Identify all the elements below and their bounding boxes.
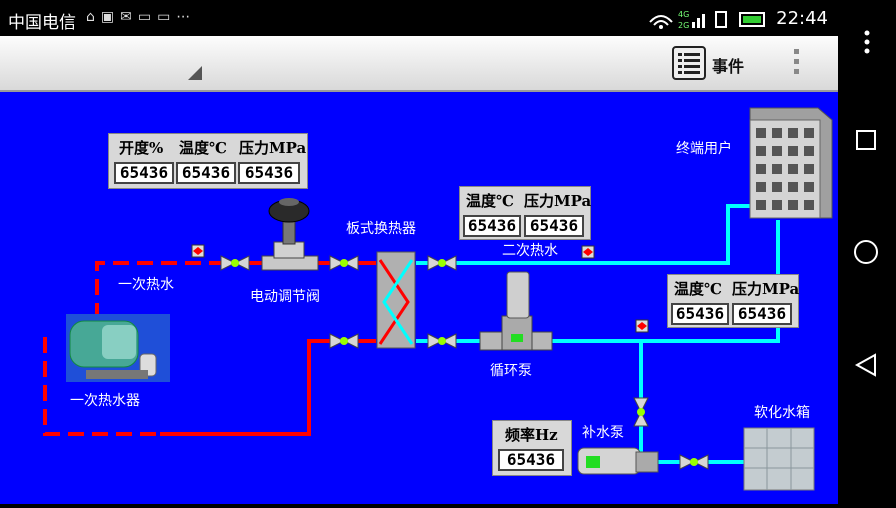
primary-heater[interactable] <box>66 314 170 382</box>
overflow-menu-icon[interactable] <box>864 30 870 54</box>
svg-text:4G: 4G <box>678 10 689 19</box>
valve-primary-supply-2[interactable] <box>329 255 359 271</box>
valve-secondary-return[interactable] <box>427 333 457 349</box>
event-list-icon <box>672 46 706 80</box>
return-readout-panel: 温度℃ 压力MPa 65436 65436 <box>667 274 799 328</box>
readout-value: 65436 <box>498 449 564 471</box>
valve-primary-supply[interactable] <box>220 255 250 271</box>
sensor-primary-icon[interactable] <box>191 244 205 258</box>
panel-header: 压力MPa <box>239 139 307 157</box>
nav-bar <box>838 0 896 504</box>
label-end-user: 终端用户 <box>676 141 732 157</box>
scada-canvas: 一次热水 电动调节阀 板式换热器 二次热水 终端用户 循环泵 一次热水器 补水泵… <box>0 92 838 504</box>
label-circulation-pump: 循环泵 <box>490 363 532 379</box>
panel-header: 开度% <box>119 139 164 157</box>
corner-indicator-icon <box>188 66 202 80</box>
panel-header: 温度℃ <box>674 280 722 298</box>
electric-control-valve[interactable] <box>261 198 319 271</box>
label-plate-exchanger: 板式换热器 <box>346 221 416 237</box>
more-vertical-icon[interactable] <box>790 46 804 78</box>
panel-header: 频率Hz <box>505 426 558 444</box>
carrier-name: 中国电信 <box>8 13 76 33</box>
recents-icon[interactable] <box>856 130 876 150</box>
valve-primary-return[interactable] <box>329 333 359 349</box>
label-primary-heater: 一次热水器 <box>70 393 140 409</box>
back-icon[interactable] <box>854 353 876 377</box>
makeup-pump[interactable] <box>577 447 659 475</box>
makeup-pipe <box>639 341 760 464</box>
panel-header: 压力MPa <box>732 280 800 298</box>
panel-header: 温度℃ <box>179 139 227 157</box>
sensor-return-icon[interactable] <box>635 319 649 333</box>
valve-makeup-vertical[interactable] <box>633 397 649 427</box>
panel-header: 温度℃ <box>466 192 514 210</box>
secondary-supply-pipe <box>416 204 750 265</box>
notification-icons: ⌂▣✉▭▭⋯ <box>86 9 197 25</box>
home-icon[interactable] <box>854 240 878 264</box>
valve-secondary-supply[interactable] <box>427 255 457 271</box>
readout-value: 65436 <box>671 303 729 325</box>
secondary-readout-panel: 温度℃ 压力MPa 65436 65436 <box>459 186 591 240</box>
end-user-building[interactable] <box>749 107 833 219</box>
valve-readout-panel: 开度% 温度℃ 压力MPa 65436 65436 65436 <box>108 133 308 189</box>
sensor-secondary-icon[interactable] <box>581 245 595 259</box>
event-button-label: 事件 <box>712 57 745 76</box>
label-secondary-water: 二次热水 <box>502 243 558 259</box>
readout-value: 65436 <box>176 162 236 184</box>
valve-tank-outlet[interactable] <box>679 454 709 470</box>
panel-header: 压力MPa <box>524 192 592 210</box>
label-softened-tank: 软化水箱 <box>754 405 810 421</box>
svg-text:2G: 2G <box>678 21 689 30</box>
plate-heat-exchanger[interactable] <box>376 251 416 349</box>
label-electric-valve: 电动调节阀 <box>250 289 320 305</box>
circulation-pump[interactable] <box>479 271 553 351</box>
app-toolbar: 事件 <box>0 36 838 93</box>
readout-value: 65436 <box>238 162 300 184</box>
label-primary-water: 一次热水 <box>118 277 174 293</box>
readout-value: 65436 <box>463 215 521 237</box>
frequency-readout-panel: 频率Hz 65436 <box>492 420 572 476</box>
readout-value: 65436 <box>114 162 174 184</box>
readout-value: 65436 <box>732 303 792 325</box>
event-button[interactable]: 事件 <box>672 44 754 82</box>
label-makeup-pump: 补水泵 <box>582 425 624 441</box>
softened-water-tank[interactable] <box>743 427 815 491</box>
pipe-diagram <box>43 107 833 491</box>
clock: 22:44 <box>776 8 828 29</box>
readout-value: 65436 <box>524 215 584 237</box>
